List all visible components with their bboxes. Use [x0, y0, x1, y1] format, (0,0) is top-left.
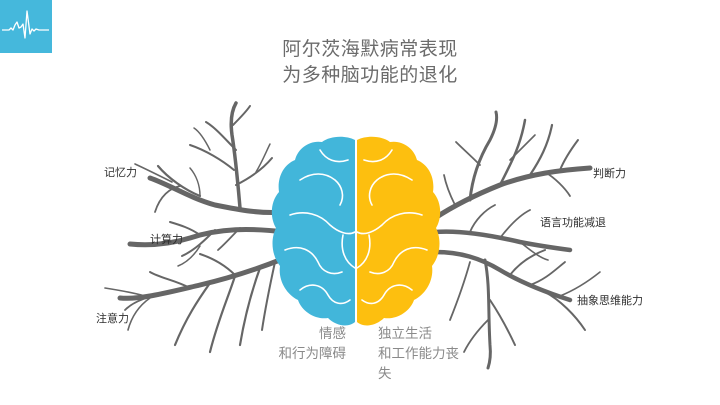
caption-left-line-2: 和行为障碍 — [278, 346, 347, 362]
left-label-memory: 记忆力 — [104, 166, 137, 179]
brain — [271, 136, 441, 326]
left-label-calculation: 计算力 — [150, 233, 183, 246]
right-label-abstract-thinking: 抽象思维能力 — [577, 294, 643, 307]
right-label-language: 语言功能减退 — [540, 216, 606, 229]
brain-left-hemisphere — [271, 136, 355, 326]
page-title: 阿尔茨海默病常表现 为多种脑功能的退化 — [250, 36, 490, 88]
caption-right-line-2: 和工作能力丧 — [378, 346, 459, 362]
heartbeat-icon — [2, 10, 49, 39]
caption-independent-living: 独立生活 和工作能力丧 失 — [378, 324, 459, 384]
left-branches — [104, 101, 288, 354]
brain-right-hemisphere — [357, 136, 441, 326]
right-label-judgment: 判断力 — [593, 167, 626, 180]
caption-right-line-1: 独立生活 — [378, 326, 432, 342]
title-line-2: 为多种脑功能的退化 — [282, 64, 458, 86]
title-line-1: 阿尔茨海默病常表现 — [282, 38, 458, 60]
caption-emotion-behavior: 情感 和行为障碍 — [272, 324, 347, 364]
right-branches — [432, 110, 601, 370]
left-label-attention: 注意力 — [96, 312, 129, 325]
caption-right-line-3: 失 — [378, 366, 392, 382]
logo-badge — [0, 0, 52, 53]
caption-left-line-1: 情感 — [319, 326, 346, 342]
